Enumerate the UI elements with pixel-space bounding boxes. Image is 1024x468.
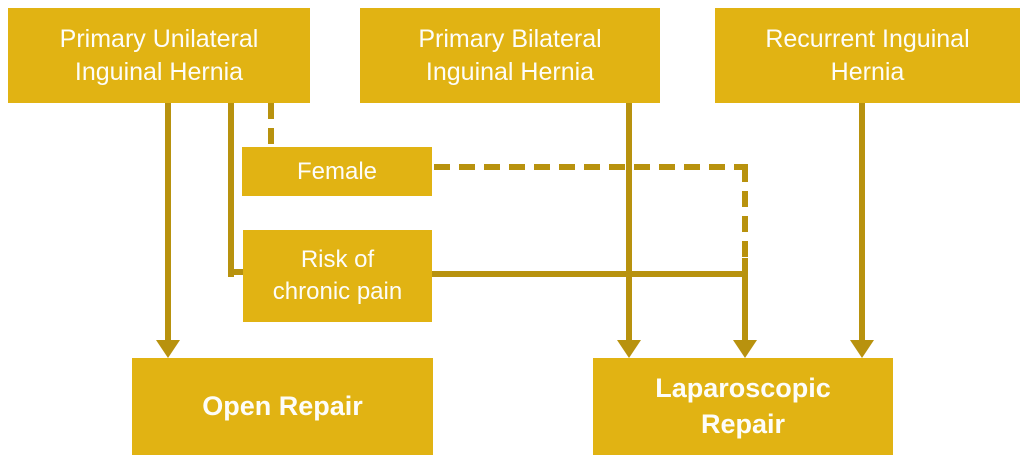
node-risk-of-chronic-pain: Risk of chronic pain	[243, 230, 432, 322]
node-laparoscopic-repair: Laparoscopic Repair	[593, 358, 893, 455]
connector-unilateral-to-risk-vertical	[228, 103, 234, 277]
node-recurrent-inguinal-hernia: Recurrent Inguinal Hernia	[715, 8, 1020, 103]
connector-unilateral-to-female-dashed	[268, 103, 274, 147]
arrowhead-open-repair-icon	[156, 340, 180, 358]
connector-female-to-laparoscopic-dashed-v	[742, 166, 748, 264]
node-label-recurrent: Recurrent Inguinal Hernia	[765, 24, 970, 86]
arrowhead-bilateral-laparoscopic-icon	[617, 340, 641, 358]
node-label-primary-bilateral: Primary Bilateral Inguinal Hernia	[418, 24, 602, 86]
node-label-female: Female	[296, 157, 378, 185]
connector-recurrent-to-laparoscopic	[859, 103, 865, 341]
node-label-open-repair: Open Repair	[202, 390, 363, 421]
arrowhead-recurrent-laparoscopic-icon	[850, 340, 874, 358]
node-open-repair: Open Repair	[132, 358, 433, 455]
connector-merged-to-laparoscopic	[742, 258, 748, 341]
node-primary-unilateral-inguinal-hernia: Primary Unilateral Inguinal Hernia	[8, 8, 310, 103]
node-female: Female	[242, 147, 432, 196]
node-label-risk-chronic-pain: Risk of chronic pain	[272, 246, 403, 305]
node-label-laparoscopic-repair: Laparoscopic Repair	[655, 372, 831, 439]
connector-unilateral-to-risk-elbow	[228, 269, 246, 275]
node-primary-bilateral-inguinal-hernia: Primary Bilateral Inguinal Hernia	[360, 8, 660, 103]
connector-risk-to-laparoscopic-horizontal	[432, 271, 748, 277]
connector-bilateral-to-laparoscopic	[626, 103, 632, 341]
connector-female-to-laparoscopic-dashed-h	[434, 164, 748, 170]
node-label-primary-unilateral: Primary Unilateral Inguinal Hernia	[59, 24, 259, 86]
connector-unilateral-to-open-repair	[165, 103, 171, 341]
arrowhead-merged-laparoscopic-icon	[733, 340, 757, 358]
